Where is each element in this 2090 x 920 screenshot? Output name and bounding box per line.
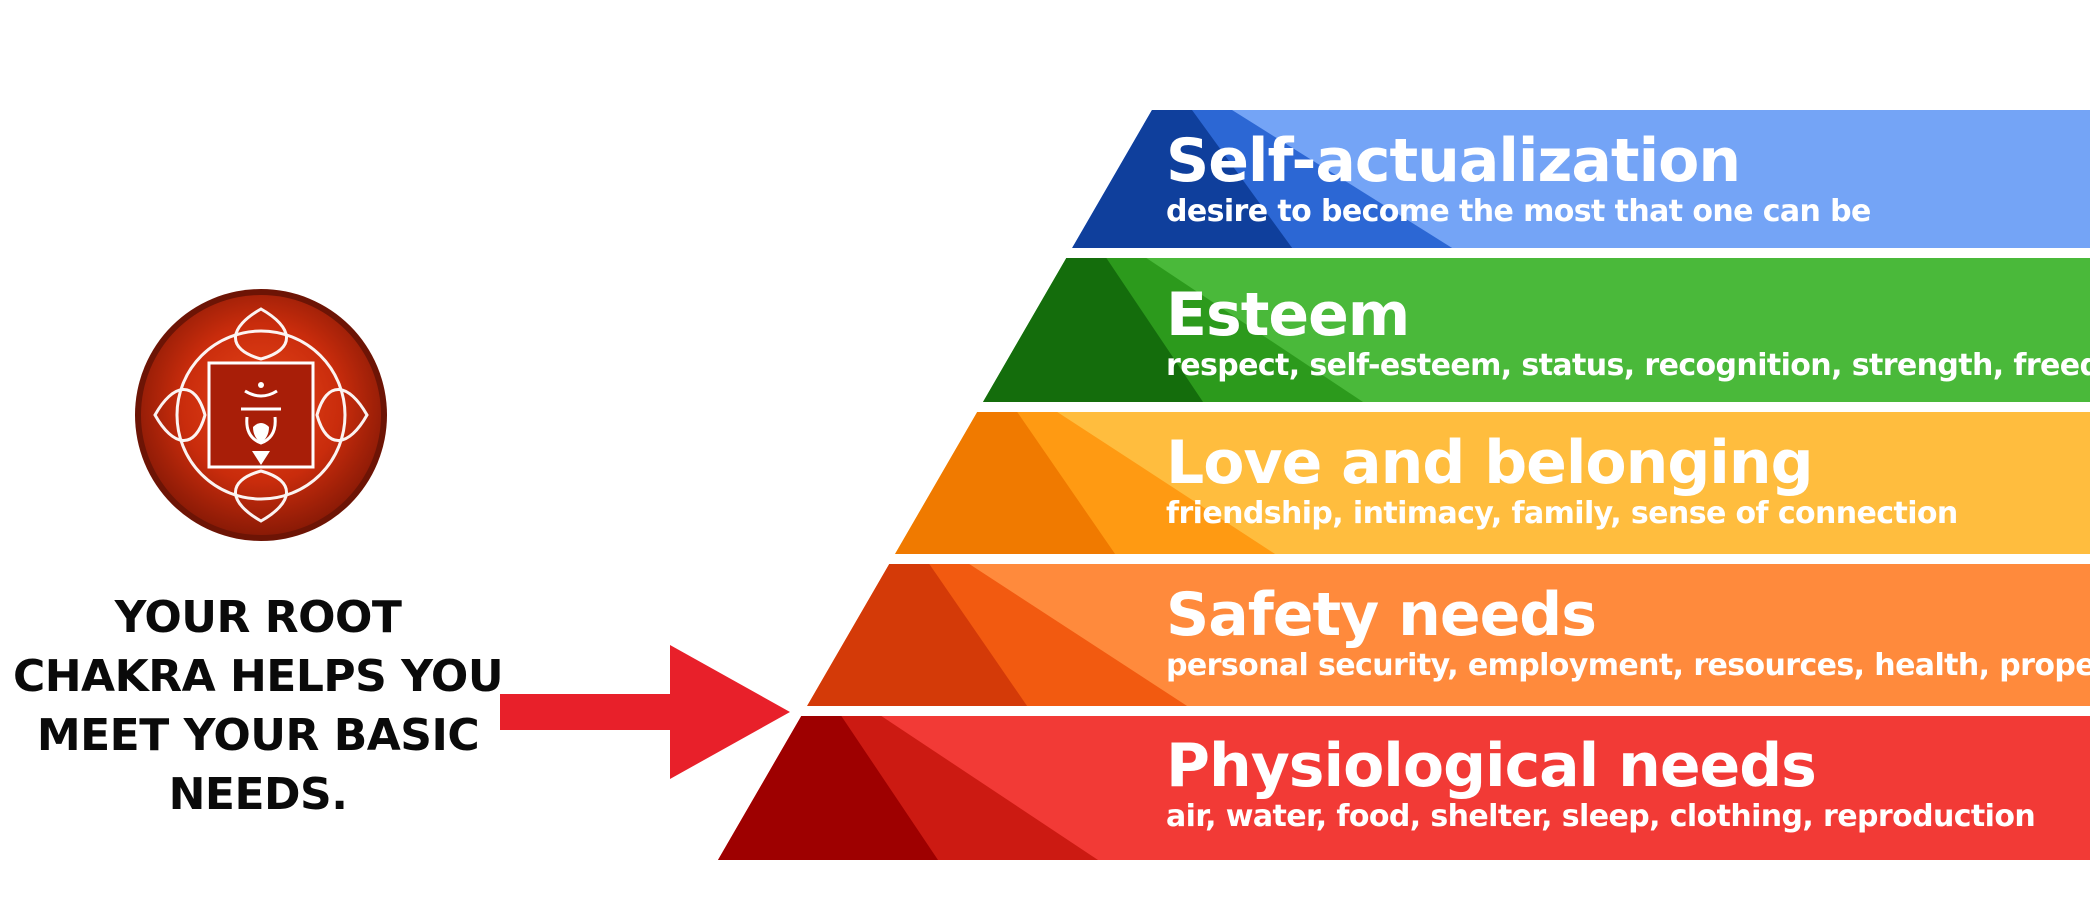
level-title: Esteem [1166,280,1410,350]
level-title: Safety needs [1166,580,1597,650]
level-esteem: Esteem respect, self-esteem, status, rec… [1166,280,2090,384]
band-safety-needs [807,564,2090,706]
level-physiological-needs: Physiological needs air, water, food, sh… [1166,733,2066,835]
level-description: personal security, employment, resources… [1166,648,2090,683]
level-description: friendship, intimacy, family, sense of c… [1166,496,1958,531]
chakra-caption: YOUR ROOT CHAKRA HELPS YOU MEET YOUR BAS… [0,588,516,824]
level-description: air, water, food, shelter, sleep, clothi… [1166,799,2036,834]
level-title: Physiological needs [1166,731,1817,801]
caption-line: NEEDS. [168,769,348,820]
band-love-and-belonging [895,412,2090,554]
level-love-and-belonging: Love and belonging friendship, intimacy,… [1166,430,2066,532]
band-self-actualization [1072,110,2090,248]
level-safety-needs: Safety needs personal security, employme… [1166,580,2090,684]
level-title: Love and belonging [1166,428,1814,498]
band-physiological-needs [718,716,2090,860]
arrow-icon [500,645,790,779]
pyramid-bands [718,110,2090,860]
level-self-actualization: Self-actualization desire to become the … [1166,128,2066,230]
band-esteem [983,258,2090,402]
level-description: desire to become the most that one can b… [1166,194,1871,229]
caption-line: MEET YOUR BASIC [36,710,480,761]
level-description: respect, self-esteem, status, recognitio… [1166,348,2090,383]
level-title: Self-actualization [1166,126,1741,196]
root-chakra-icon [133,287,389,543]
caption-line: CHAKRA HELPS YOU [12,651,504,702]
caption-line: YOUR ROOT [114,592,402,643]
